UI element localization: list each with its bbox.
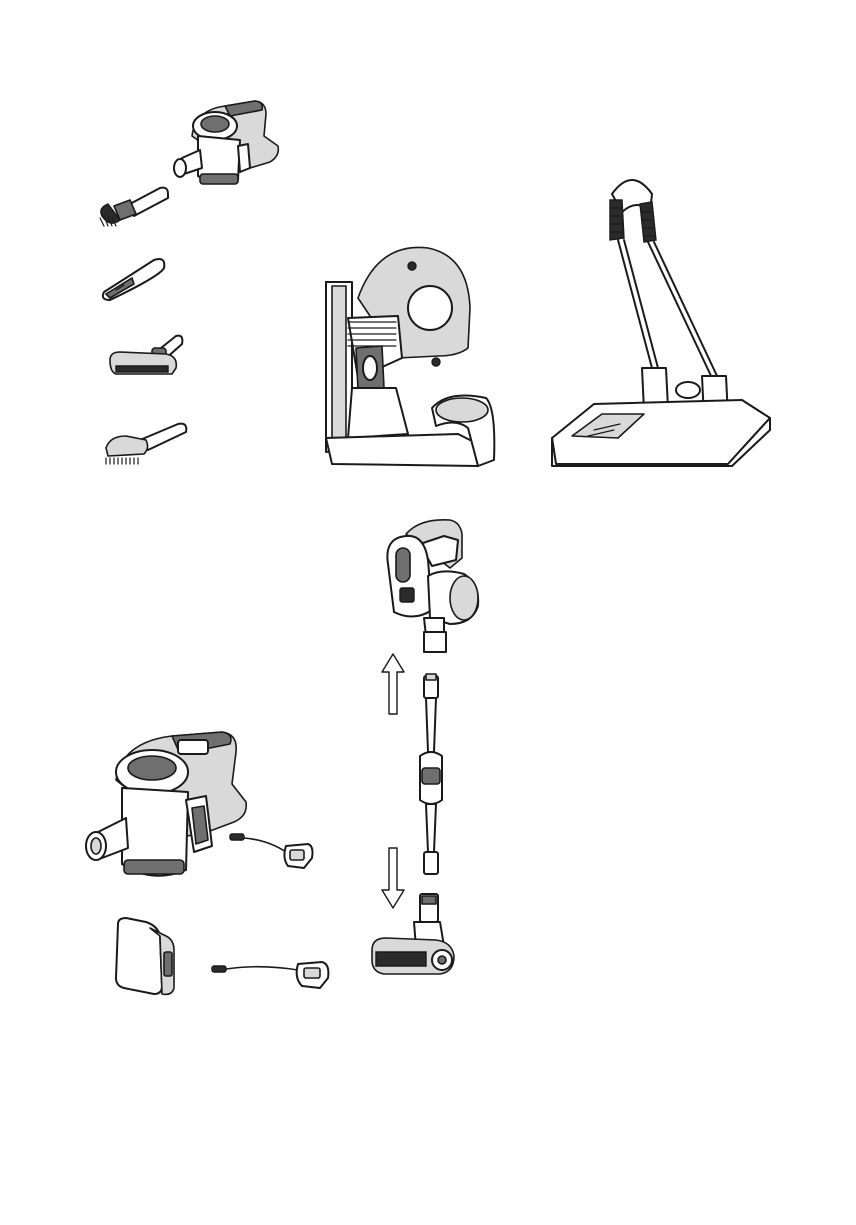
dusting-brush-icon	[96, 180, 171, 235]
wall-bracket-icon	[318, 238, 496, 470]
bent-brush-icon	[100, 418, 190, 468]
crevice-tool-icon	[98, 252, 170, 302]
mini-motor-brush-icon	[106, 330, 186, 382]
battery-icon	[112, 916, 178, 998]
arrow-up-icon	[380, 652, 406, 716]
floor-head-icon	[366, 890, 462, 984]
main-unit-icon	[380, 514, 485, 654]
charger-icon	[210, 956, 334, 992]
handheld-vacuum-icon	[170, 96, 285, 206]
extension-tube-icon	[414, 672, 448, 878]
charger-icon	[228, 830, 316, 872]
handheld-vacuum-icon	[82, 730, 248, 890]
floor-stand-icon	[548, 168, 774, 466]
